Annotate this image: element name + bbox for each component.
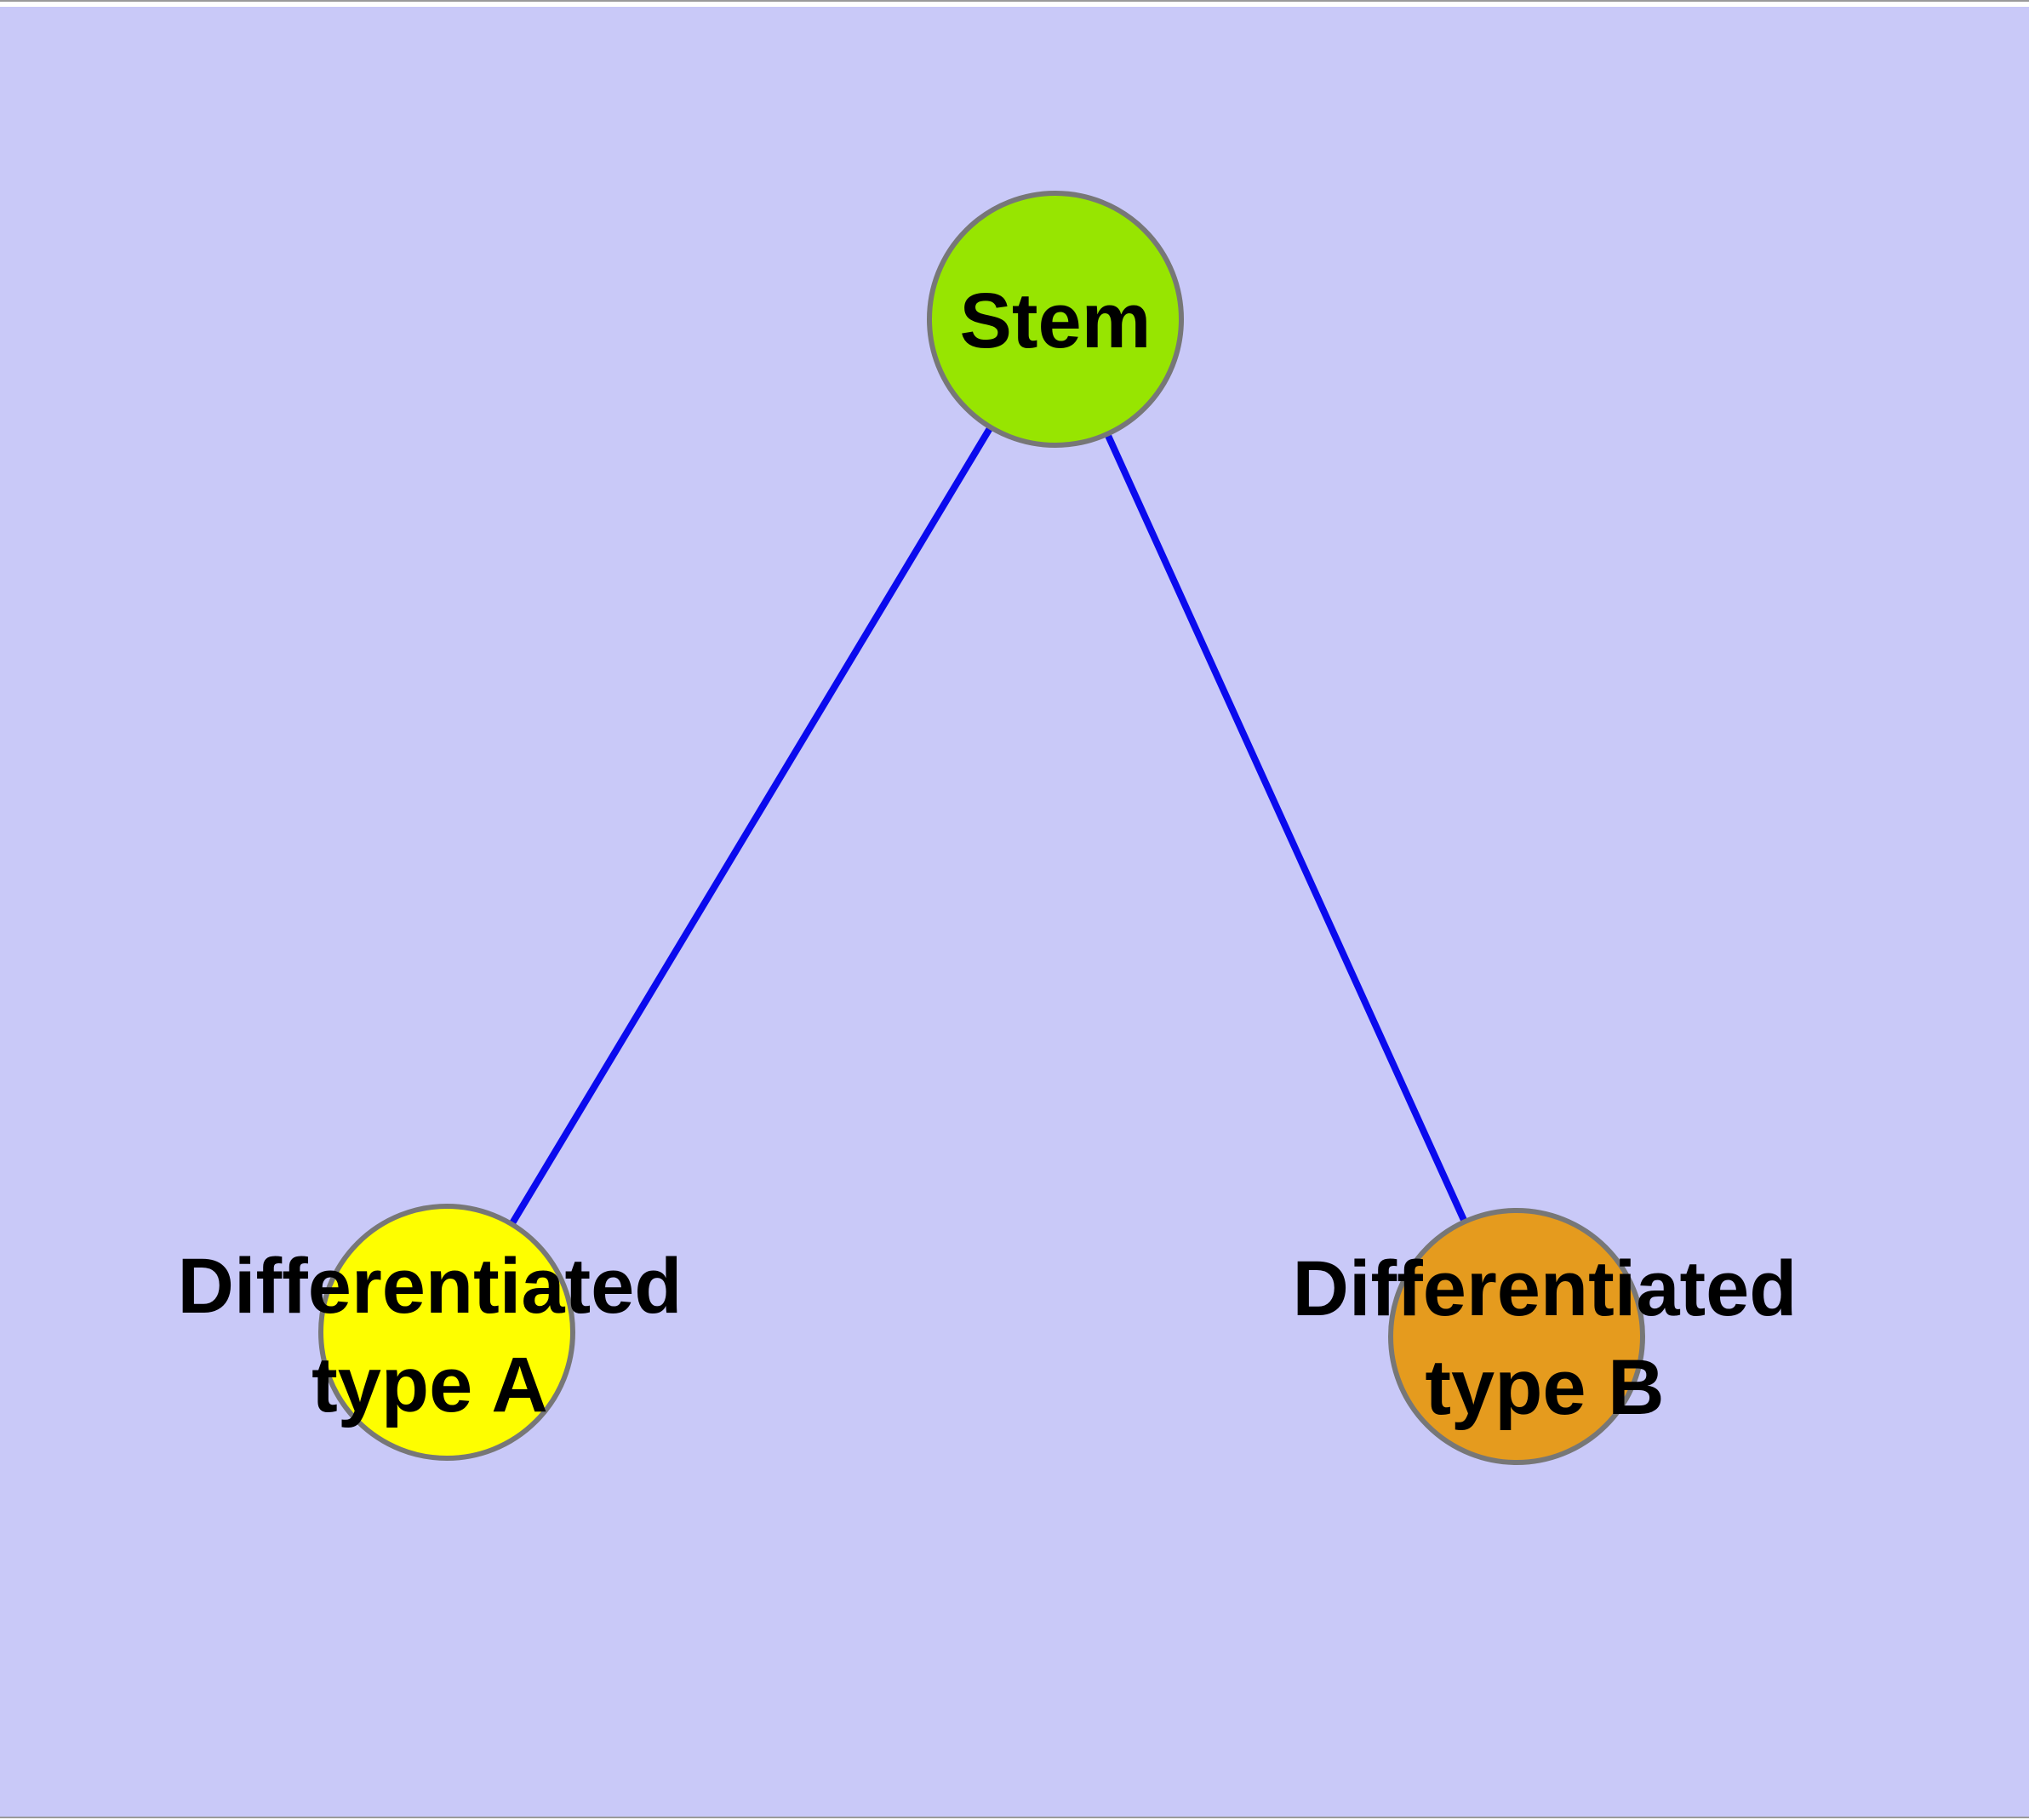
bottom-hairline [0, 1817, 2029, 1818]
node-differentiated-type-b[interactable] [1388, 1208, 1645, 1465]
edge-stem-to-type-a[interactable] [443, 317, 1059, 1335]
node-differentiated-type-a[interactable] [318, 1204, 575, 1461]
edge-stem-to-type-b[interactable] [1052, 318, 1520, 1338]
node-type-a-label-line2: type A [311, 1342, 548, 1428]
top-hairline [0, 0, 2029, 2]
node-type-b-label-line2: type B [1425, 1344, 1664, 1431]
node-type-a-label-line1: Differentiated [178, 1243, 683, 1330]
node-stem-label: Stem [960, 278, 1152, 364]
node-stem[interactable] [927, 191, 1184, 448]
node-type-b-label-line1: Differentiated [1293, 1245, 1798, 1332]
